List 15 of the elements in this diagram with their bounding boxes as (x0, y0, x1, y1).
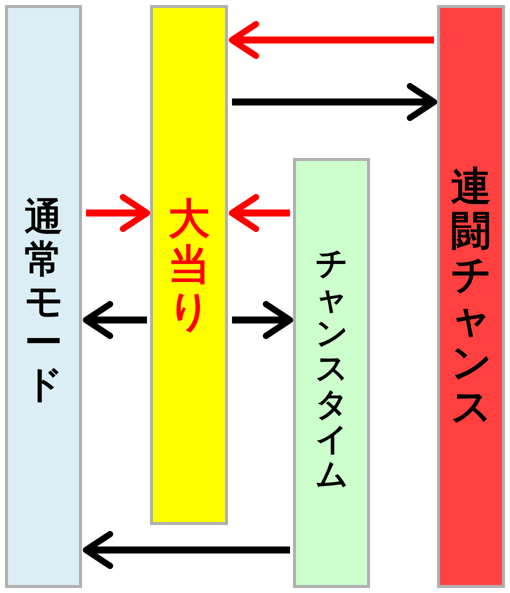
state-column (293, 158, 370, 588)
arrow (86, 194, 150, 232)
state-column (437, 5, 505, 588)
state-column (150, 5, 228, 525)
arrow (228, 194, 290, 232)
state-column (5, 5, 82, 588)
column-label: 連闘チャンス (451, 164, 491, 428)
arrow (82, 301, 147, 339)
arrow (232, 83, 438, 121)
column-label: チャンスタイム (316, 246, 348, 492)
arrow (232, 301, 294, 339)
column-label: 通常モード (24, 197, 62, 406)
column-label: 大当り (168, 196, 210, 334)
arrow (82, 531, 290, 569)
arrow (228, 21, 434, 59)
